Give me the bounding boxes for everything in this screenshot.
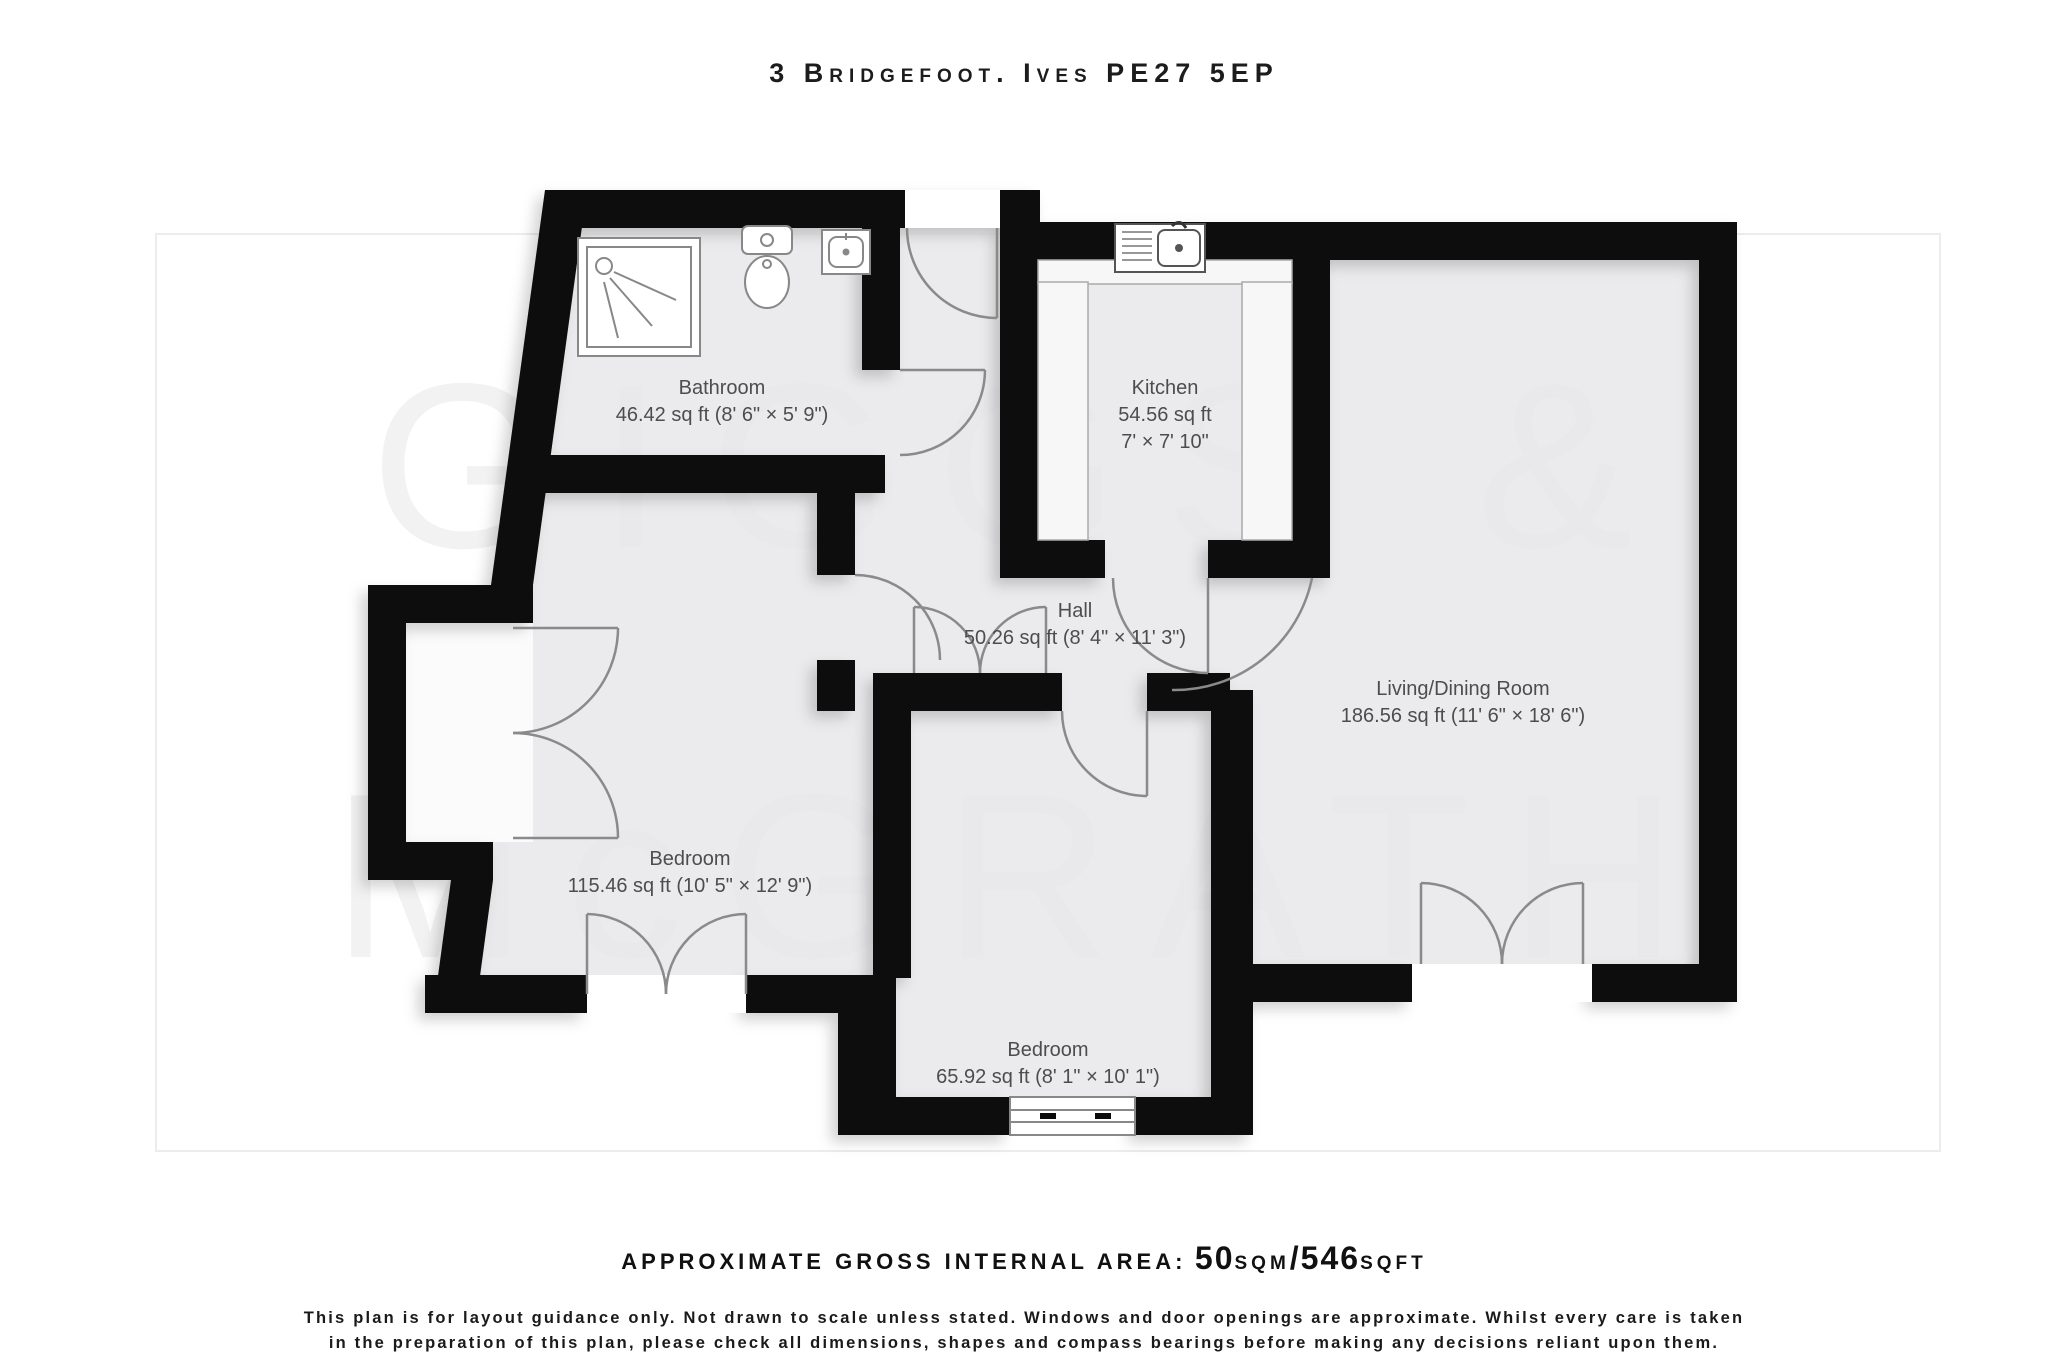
disclaimer: This plan is for layout guidance only. N… [164,1306,1884,1356]
room-name: Kitchen [1131,377,1199,399]
room-label-bedroom2: Bedroom 65.92 sq ft (8' 1" × 10' 1") [936,1037,1160,1091]
bedroom1-double-doors [585,912,748,995]
room-label-bathroom: Bathroom 46.42 sq ft (8' 6" × 5' 9") [616,375,829,429]
room-label-hall: Hall 50.26 sq ft (8' 4" × 11' 3") [964,598,1186,652]
kitchen-door [1111,577,1210,675]
bathroom-door [899,368,987,457]
wall-openings [587,190,1592,1136]
area-sqft-value: 546 [1300,1240,1361,1276]
disclaimer-line-1: This plan is for layout guidance only. N… [303,1309,1745,1327]
room-name: Living/Dining Room [1376,678,1550,700]
area-separator: / [1289,1240,1301,1276]
page-title: 3 Bridgefoot. Ives PE27 5EP [769,58,1279,88]
area-label: APPROXIMATE GROSS INTERNAL AREA: [621,1249,1187,1274]
bedroom2-door [1060,710,1149,798]
room-area: 65.92 sq ft (8' 1" × 10' 1") [936,1066,1160,1088]
room-label-kitchen: Kitchen 54.56 sq ft 7' × 7' 10" [1118,375,1211,456]
room-name: Hall [1057,600,1093,622]
room-name: Bathroom [678,377,766,399]
shower-icon [577,237,701,357]
room-name: Bedroom [649,848,731,870]
area-sqm-unit: SQM [1234,1253,1290,1274]
french-doors [1419,881,1585,965]
area-sqft-unit: SQFT [1360,1253,1427,1274]
bay-double-doors [512,626,620,840]
bedroom1-door [854,573,942,661]
room-area: 186.56 sq ft (11' 6" × 18' 6") [1340,705,1586,727]
gross-internal-area: APPROXIMATE GROSS INTERNAL AREA: 50SQM/5… [0,1240,2048,1277]
room-area: 46.42 sq ft (8' 6" × 5' 9") [615,404,829,426]
living-room-door [1171,577,1314,692]
toilet-icon [741,225,793,309]
window [1009,1096,1136,1136]
room-name: Bedroom [1007,1039,1089,1061]
bathroom-fixtures [577,225,871,357]
area-sqm-value: 50 [1194,1240,1235,1276]
room-dims: 7' × 7' 10" [1121,431,1209,453]
room-label-living: Living/Dining Room 186.56 sq ft (11' 6" … [1341,676,1585,730]
floor [368,190,1737,1135]
kitchen-sink-icon [1114,221,1206,273]
room-area: 54.56 sq ft [1118,404,1212,426]
basin-icon [821,229,871,275]
door-arcs [512,227,1585,995]
entrance-door [905,227,999,320]
hall-cupboard-doors [912,605,1048,674]
room-area: 50.26 sq ft (8' 4" × 11' 3") [963,627,1187,649]
room-label-bedroom1: Bedroom 115.46 sq ft (10' 5" × 12' 9") [568,846,812,900]
bay-window-recess [406,623,533,842]
kitchen-units [1037,221,1293,541]
disclaimer-line-2: in the preparation of this plan, please … [328,1334,1720,1352]
room-area: 115.46 sq ft (10' 5" × 12' 9") [567,875,813,897]
